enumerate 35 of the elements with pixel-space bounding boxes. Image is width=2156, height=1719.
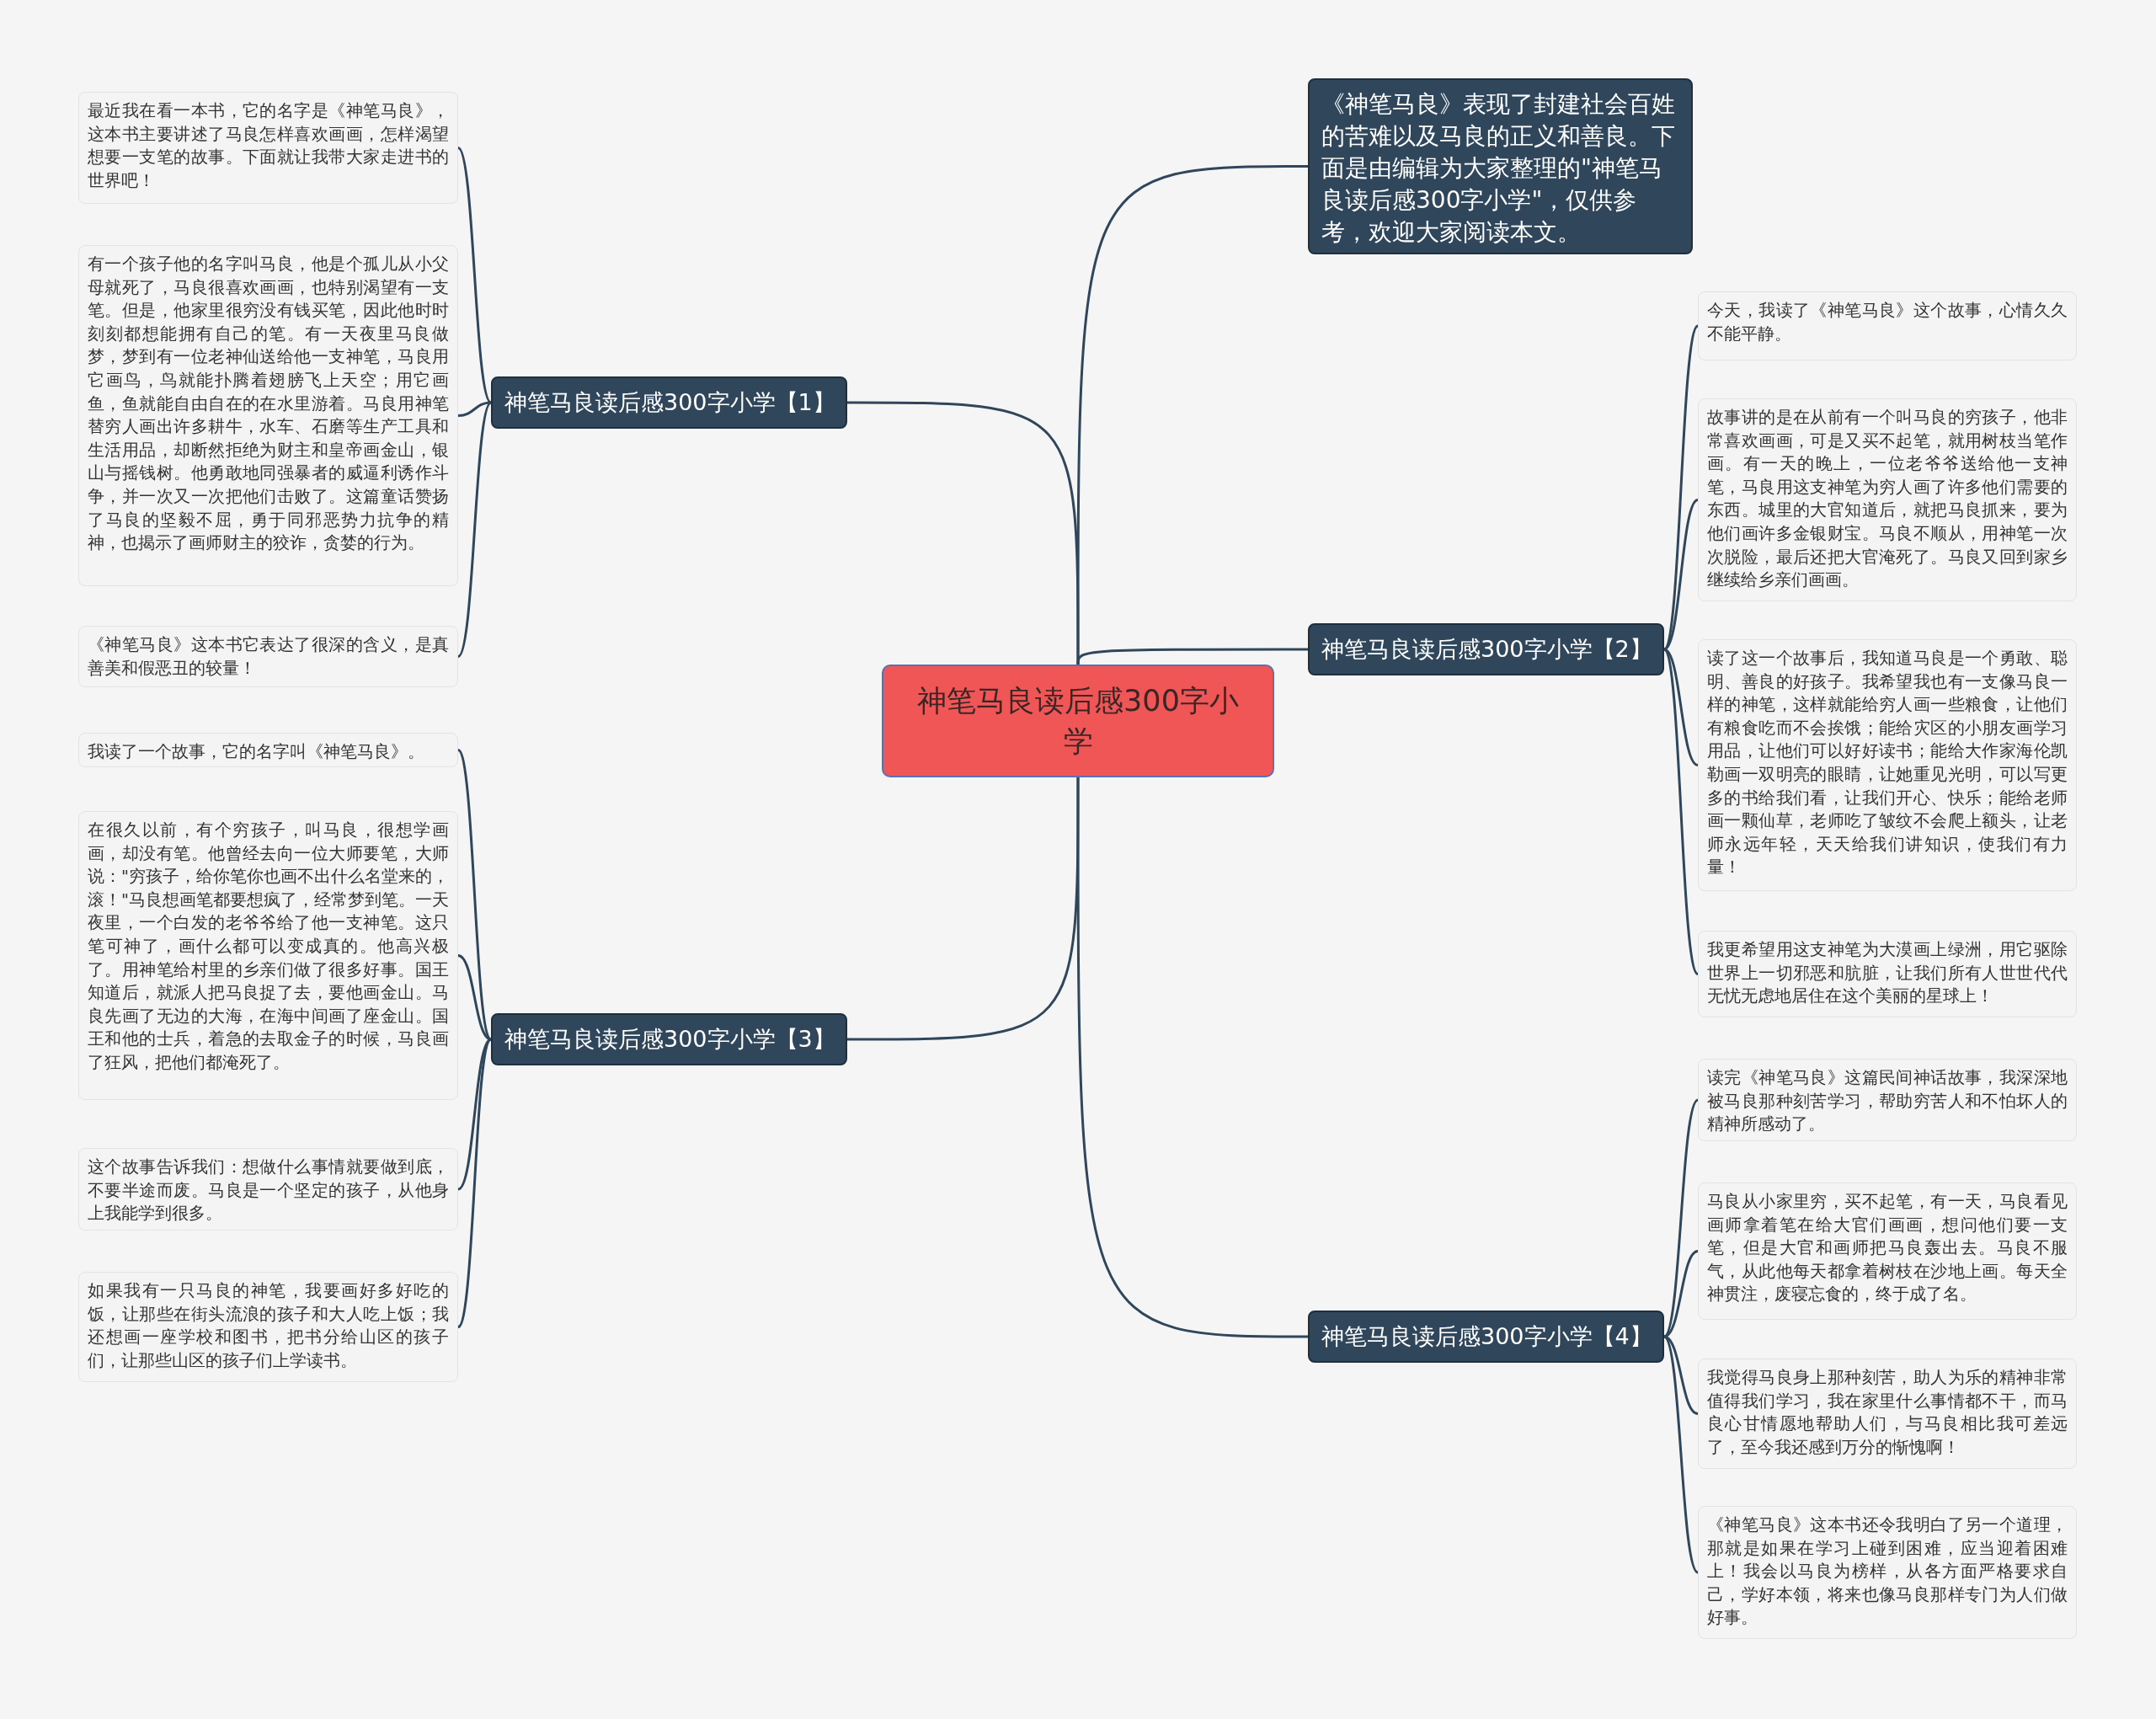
connector-line [457, 1038, 492, 1191]
connector-line [847, 401, 1080, 665]
text-card: 我更希望用这支神笔为大漠画上绿洲，用它驱除世界上一切邪恶和肮脏，让我们所有人世世代代无忧无虑地居住在这个美丽的星球上！ [1698, 931, 2077, 1017]
text-card: 马良从小家里穷，买不起笔，有一天，马良看见画师拿着笔在给大官们画画，想问他们要一支笔，但是大官和画师把马良轰出去。马良不服气，从此他每天都拿着树枝在沙地上画。每天全神贯注，废寝忘食的，终于成了名。 [1698, 1182, 2077, 1320]
connector-line [456, 147, 493, 403]
connector-line [847, 777, 1080, 1041]
text-card: 故事讲的是在从前有一个叫马良的穷孩子，他非常喜欢画画，可是又买不起笔，就用树枝当笔作画。有一天的晚上，一位老爷爷送给他一支神笔，马良用这支神笔为穷人画了许多他们需要的东西。城里的大官知道后，就把马良抓来，要为他们画许多金银财宝。马良不顺从，用神笔一次次脱险，最后还把大官淹死了。马良又回到家乡继续给乡亲们画画。 [1698, 398, 2077, 601]
text-card: 这个故事告诉我们：想做什么事情就要做到底，不要半途而废。马良是一个坚定的孩子，从他身上我能学到很多。 [78, 1148, 458, 1231]
text-card: 有一个孩子他的名字叫马良，他是个孤儿从小父母就死了，马良很喜欢画画，也特别渴望有一支笔。但是，他家里很穷没有钱买笔，因此他时时刻刻都想能拥有自己的笔。有一天夜里马良做梦，梦到有一位老神仙送给他一支神笔，马良用它画鸟，鸟就能扑腾着翅膀飞上天空；用它画鱼，鱼就能自由自在的在水里游着。马良用神笔替穷人画出许多耕牛，水车、石磨等生产工具和生活用品，却断然拒绝为财主和皇帝画金山，银山与摇钱树。他勇敢地同强暴者的威逼利诱作斗争，并一次又一次把他们击败了。这篇童话赞扬了马良的坚毅不屈，勇于同邪恶势力抗争的精神，也揭示了画师财主的狡诈，贪婪的行为。 [78, 245, 458, 586]
text-card: 《神笔马良》这本书它表达了很深的含义，是真善美和假恶丑的较量！ [78, 626, 458, 687]
text-card: 今天，我读了《神笔马良》这个故事，心情久久不能平静。 [1698, 291, 2077, 360]
connector-line [456, 402, 493, 658]
summary-box: 《神笔马良》表现了封建社会百姓的苦难以及马良的正义和善良。下面是由编辑为大家整理的"神笔马良读后感300字小学"，仅供参考，欢迎大家阅读本文。 [1308, 78, 1693, 254]
connector-line [1662, 649, 1700, 975]
connector-line [457, 401, 492, 417]
branch-topic-box: 神笔马良读后感300字小学【2】 [1308, 623, 1664, 675]
text-card: 《神笔马良》这本书还令我明白了另一个道理，那就是如果在学习上碰到困难，应当迎着困难上！我会以马良为榜样，从各方面严格要求自己，学好本领，将来也像马良那样专门为人们做好事。 [1698, 1506, 2077, 1639]
branch-topic-box: 神笔马良读后感300字小学【4】 [1308, 1311, 1664, 1363]
connector-line [1662, 325, 1700, 650]
text-card: 最近我在看一本书，它的名字是《神笔马良》，这本书主要讲述了马良怎样喜欢画画，怎样渴望想要一支笔的故事。下面就让我带大家走进书的世界吧！ [78, 92, 458, 204]
text-card: 如果我有一只马良的神笔，我要画好多好吃的饭，让那些在街头流浪的孩子和大人吃上饭；我还想画一座学校和图书，把书分给山区的孩子们，让那些山区的孩子们上学读书。 [78, 1272, 458, 1382]
central-topic-box: 神笔马良读后感300字小学 [882, 665, 1274, 777]
text-card: 在很久以前，有个穷孩子，叫马良，很想学画画，却没有笔。他曾经去向一位大师要笔，大师说："穷孩子，给你笔你也画不出什么名堂来的，滚！"马良想画笔都要想疯了，经常梦到笔。一天夜里，一个白发的老爷爷给了他一支神笔。这只笔可神了，画什么都可以变成真的。他高兴极了。用神笔给村里的乡亲们做了很多好事。国王知道后，就派人把马良捉了去，要他画金山。马良先画了无边的大海，在海中间画了座金山。国王和他的士兵，着急的去取金子的时候，马良画了狂风，把他们都淹死了。 [78, 811, 458, 1100]
connector-line [1662, 1336, 1700, 1573]
connector-line [1076, 648, 1308, 665]
text-card: 我读了一个故事，它的名字叫《神笔马良》。 [78, 733, 458, 767]
connector-line [1076, 777, 1308, 1338]
connector-line [1663, 499, 1699, 651]
text-card: 读了这一个故事后，我知道马良是一个勇敢、聪明、善良的好孩子。我希望我也有一支像马良一样的神笔，这样就能给穷人画一些粮食，让他们有粮食吃而不会挨饿；能给灾区的小朋友画学习用品，让他们可以好好读书；能给大作家海伦凯勒画一双明亮的眼睛，让她重见光明，可以写更多的书给我们看，让我们开心、快乐；能给老师画一颗仙草，老师吃了皱纹不会爬上额头，让老师永远年轻，天天给我们讲知识，使我们有力量！ [1698, 639, 2077, 891]
text-card: 我觉得马良身上那种刻苦，助人为乐的精神非常值得我们学习，我在家里什么事情都不干，而马良心甘情愿地帮助人们，与马良相比我可差远了，至今我还感到万分的惭愧啊！ [1698, 1359, 2077, 1469]
text-card: 读完《神笔马良》这篇民间神话故事，我深深地被马良那种刻苦学习，帮助穷苦人和不怕坏人的精神所感动了。 [1698, 1059, 2077, 1141]
branch-topic-box: 神笔马良读后感300字小学【3】 [491, 1013, 847, 1065]
branch-topic-box: 神笔马良读后感300字小学【1】 [491, 376, 847, 429]
connector-line [456, 1038, 493, 1328]
connector-line [456, 749, 493, 1040]
